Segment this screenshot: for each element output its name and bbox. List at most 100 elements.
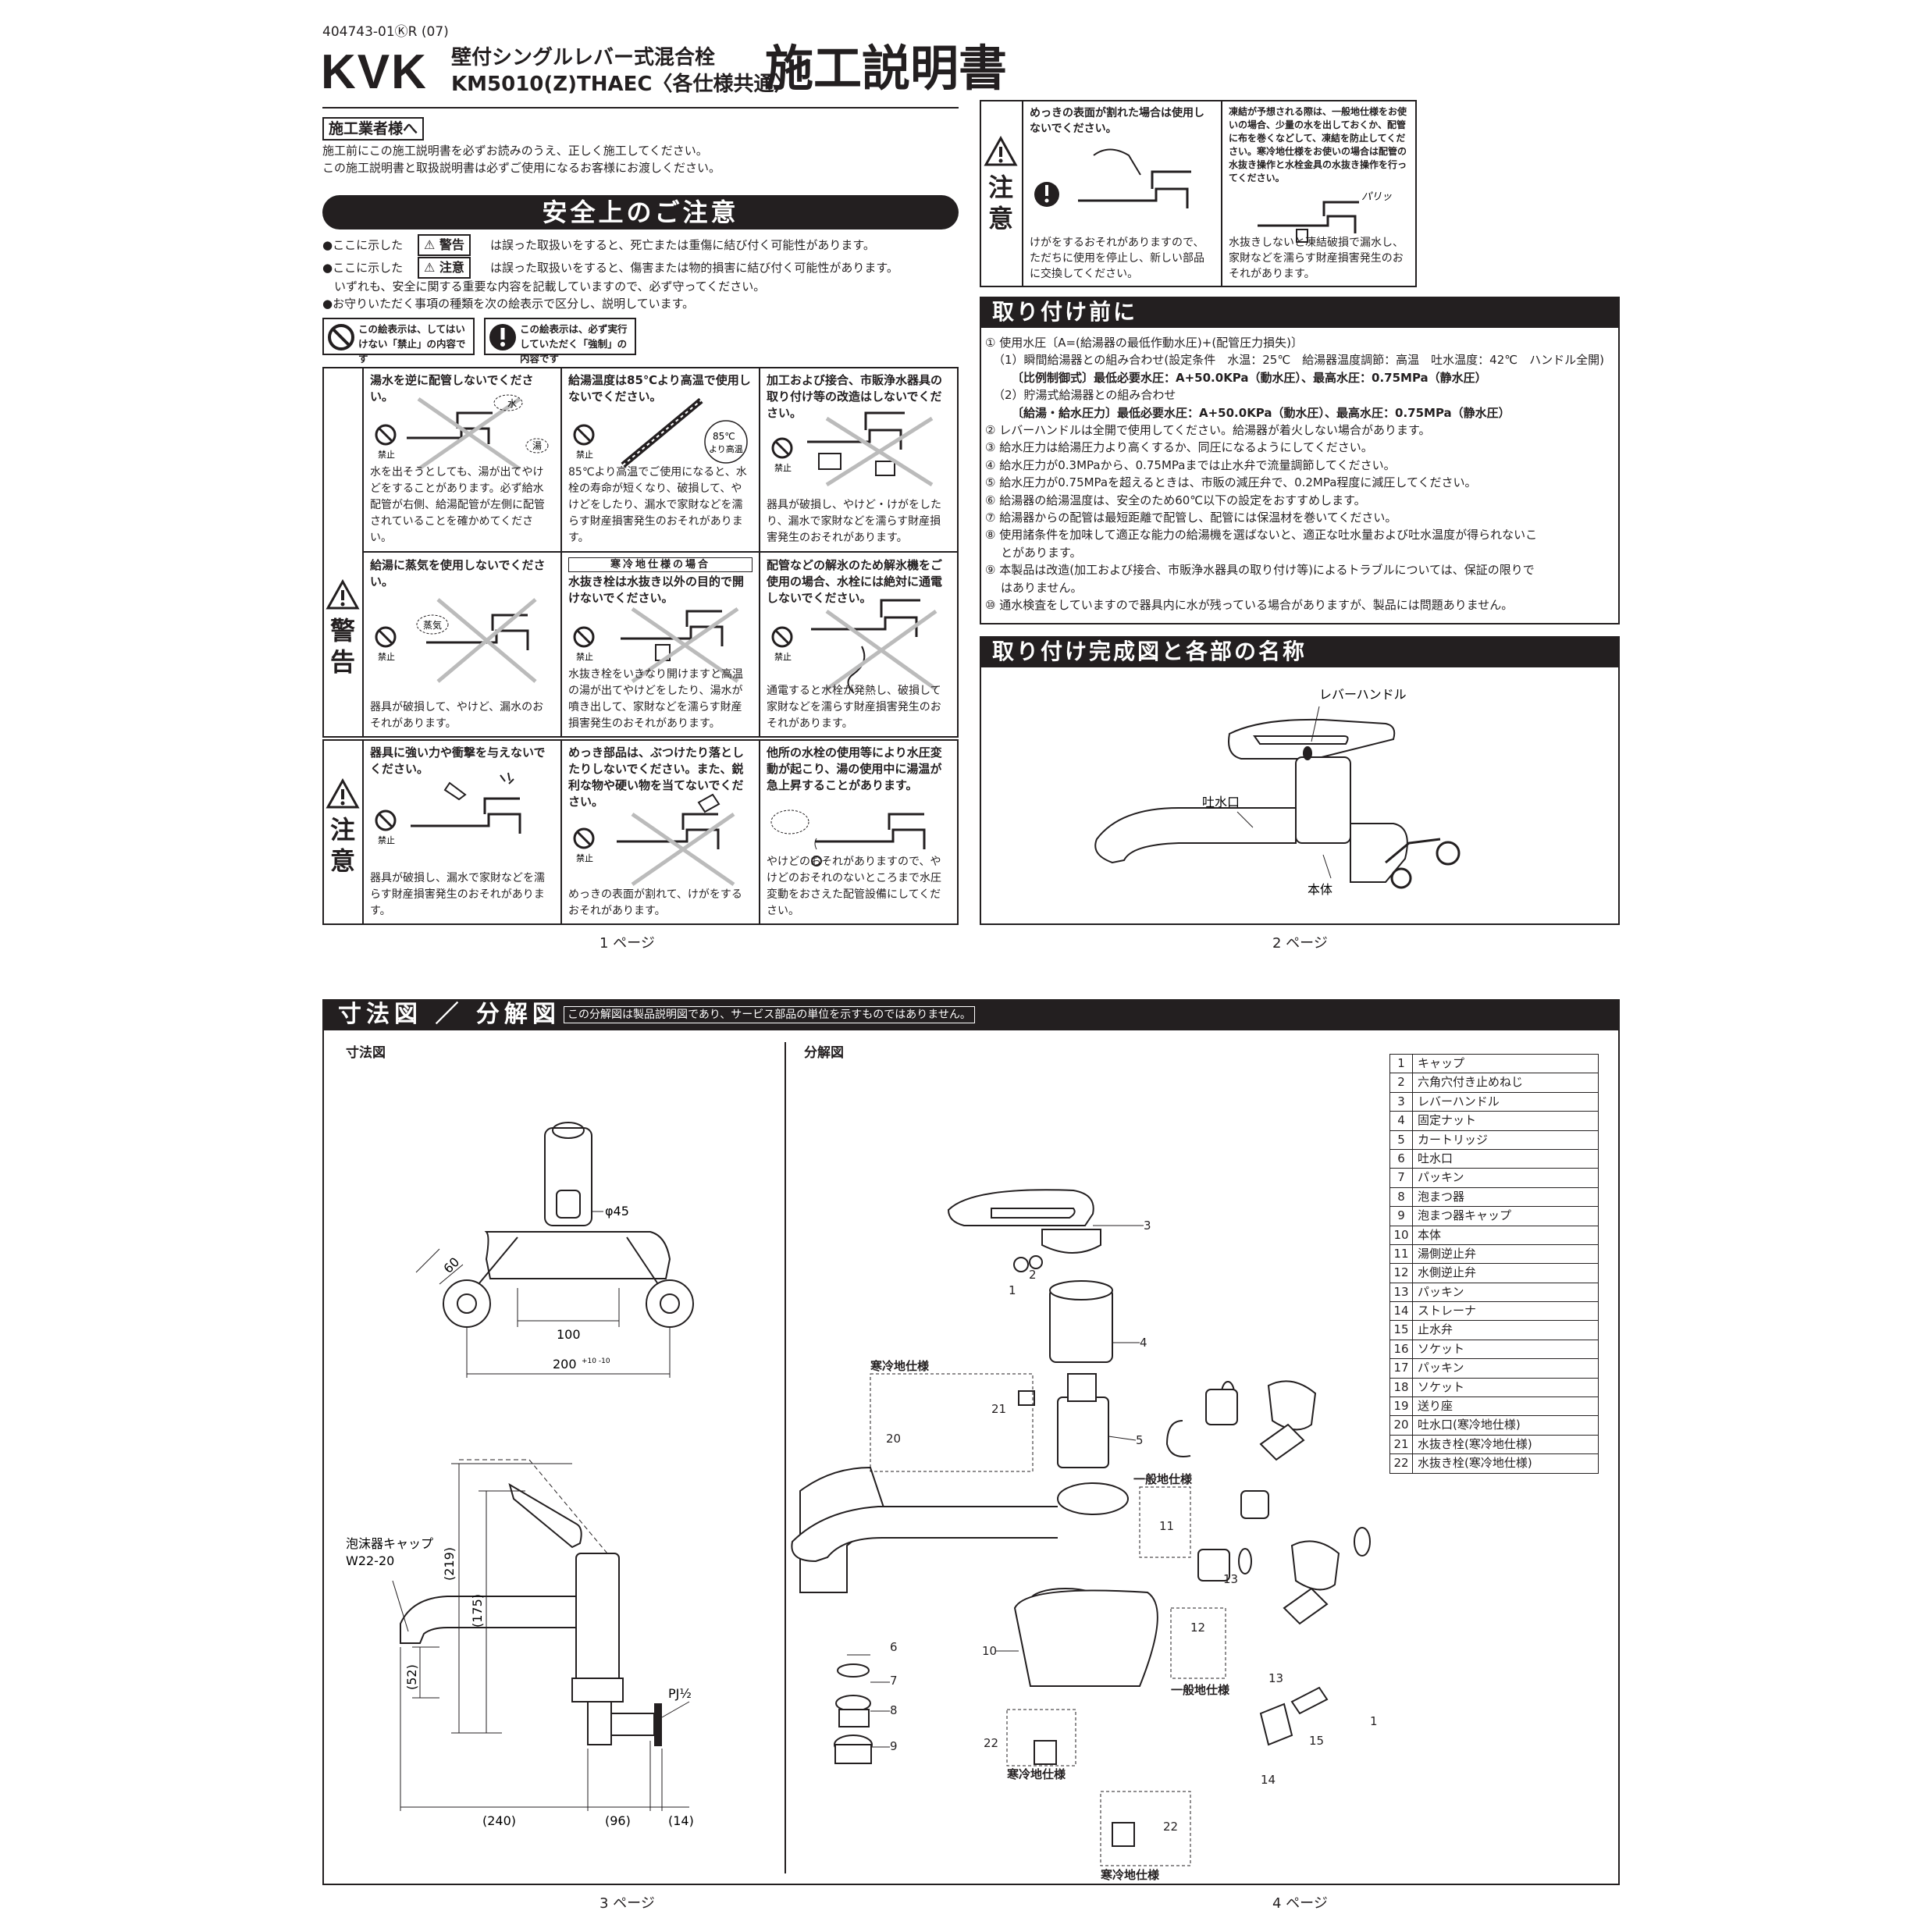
dim-14: (14) <box>668 1813 694 1828</box>
caution-triangle-icon <box>326 778 360 809</box>
callout-13b: 13 <box>1268 1671 1283 1685</box>
callout-13a: 13 <box>1223 1572 1238 1586</box>
cell-body: めっきの表面が割れて、けがをするおそれがあります。 <box>568 888 742 917</box>
part-name: ソケット <box>1418 1379 1465 1394</box>
before-install-item: ④ 給水圧力が0.3MPaから、0.75MPaまでは止水弁で流量調節してください… <box>985 457 1396 472</box>
dim-phi45: φ45 <box>605 1204 629 1219</box>
spout-label: 吐水口 <box>1202 795 1240 809</box>
header-rule <box>322 107 959 109</box>
cell-heading: 水抜き栓は水抜き以外の目的で開けないでください。 <box>568 575 745 605</box>
dim-52: (52) <box>404 1664 419 1690</box>
hot-label: 湯 <box>532 440 542 451</box>
before-install-item: とがあります。 <box>1001 545 1082 560</box>
part-number: 19 <box>1390 1397 1413 1416</box>
before-install-item: 〔比例制御式〕最低必要水圧：A+50.0KPa（動水圧）、最高水圧：0.75MP… <box>1012 370 1487 385</box>
cell-body: やけどのおそれがありますので、やけどのおそれのないところまで水圧変動をおさえた配… <box>767 856 941 917</box>
cell-illustration: 85℃ より高温 禁止 <box>573 397 748 468</box>
before-install-item: ⑤ 給水圧力が0.75MPaを超えるときは、市販の減圧弁で、0.2MPa程度に減… <box>985 475 1477 490</box>
prohibit-icon <box>328 324 354 350</box>
cell-body: 器具が破損し、漏水で家財などを濡らす財産損害発生のおそれがあります。 <box>370 872 545 917</box>
temp-label-2: より高温 <box>709 443 743 454</box>
page2-caution-side: 注意 <box>980 100 1023 287</box>
cell-illustration: 蒸気 禁止 <box>375 598 537 683</box>
general-spec-label: 一般地仕様 <box>1171 1683 1230 1697</box>
callout-1: 1 <box>1009 1283 1016 1297</box>
installer-line-2: この施工説明書と取扱説明書は必ずご使用になるお客様にお渡しください。 <box>322 161 721 175</box>
callout-3: 3 <box>1144 1219 1151 1233</box>
safety-cell-8: めっき部品は、ぶつけたり落としたりしないでください。また、鋭利な物や硬い物を当て… <box>561 739 760 925</box>
exploded-view-title: 分解図 <box>804 1045 844 1061</box>
part-name: 六角穴付き止めねじ <box>1418 1075 1524 1090</box>
part-number: 7 <box>1390 1169 1413 1187</box>
part-name: 吐水口 <box>1418 1151 1453 1165</box>
callout-15: 15 <box>1309 1734 1324 1748</box>
cell-heading: 給湯温度は85℃より高温で使用しないでください。 <box>568 373 751 404</box>
page2-caution-cell-1: めっきの表面が割れた場合は使用しないでください。 けがをするおそれがありますので… <box>1023 100 1222 287</box>
mandatory-legend-text: この絵表示は、必ず実行していただく「強制」の内容です <box>520 323 628 365</box>
document-code: 404743-01ⓀR (07) <box>322 24 449 40</box>
prohibit-legend: この絵表示は、してはいけない「禁止」の内容です <box>322 318 475 365</box>
part-name: カートリッジ <box>1418 1132 1489 1147</box>
dimension-drawing-title: 寸法図 <box>346 1045 386 1061</box>
completed-title: 取り付け完成図と各部の名称 <box>980 636 1620 667</box>
crack-label: パリッ <box>1361 191 1392 203</box>
cell-heading: めっきの表面が割れた場合は使用しないでください。 <box>1030 107 1204 135</box>
cell-heading: 器具に強い力や衝撃を与えないでください。 <box>370 745 546 776</box>
part-number: 17 <box>1390 1359 1413 1378</box>
cell-illustration: 禁止 <box>771 411 934 487</box>
part-number: 13 <box>1390 1283 1413 1302</box>
steam-label: 蒸気 <box>423 619 442 631</box>
prohibit-small-label: 禁止 <box>378 835 395 845</box>
dim-219: (219) <box>442 1547 457 1581</box>
cell-illustration <box>1034 148 1191 208</box>
dim-60: 60 <box>440 1254 462 1276</box>
callout-9: 9 <box>890 1739 898 1753</box>
parts-table-row: 7 パッキン <box>1390 1168 1598 1187</box>
warning-badge: ⚠ 警告 <box>418 234 471 256</box>
warning-def-prefix: ●ここに示した <box>322 238 404 252</box>
callout-8: 8 <box>890 1703 898 1717</box>
cell-heading: 他所の水栓の使用等により水圧変動が起こり、湯の使用中に湯温が急上昇することがあり… <box>767 745 942 792</box>
callout-12: 12 <box>1190 1621 1205 1635</box>
part-name: ソケット <box>1418 1341 1465 1356</box>
cold-spec-label: 寒冷地仕様 <box>1007 1767 1066 1781</box>
pipe-thread-label: PJ½ <box>668 1686 692 1701</box>
part-name: 吐水口(寒冷地仕様) <box>1418 1418 1521 1432</box>
before-install-item: 〔給湯・給水圧力〕最低必要水圧：A+50.0KPa（動水圧）、最高水圧：0.75… <box>1012 405 1510 420</box>
before-install-item: ⑨ 本製品は改造(加工および接合、市販浄水器具の取り付け等)によるトラブルについ… <box>985 563 1535 578</box>
part-number: 22 <box>1390 1454 1413 1473</box>
cell-body: 85℃より高温でご使用になると、水栓の寿命が短くなり、破損して、やけどをしたり、… <box>568 466 747 544</box>
part-name: パッキン <box>1418 1170 1464 1185</box>
part-name: 本体 <box>1418 1227 1442 1242</box>
installer-line-1: 施工前にこの施工説明書を必ずお読みのうえ、正しく施工してください。 <box>322 144 708 158</box>
part-name: 送り座 <box>1418 1399 1453 1414</box>
part-number: 8 <box>1390 1187 1413 1207</box>
callout-14: 14 <box>1261 1773 1276 1787</box>
cold-spec-label: 寒冷地仕様 <box>1101 1868 1160 1881</box>
before-install-list: ① 使用水圧〔A=(給湯器の最低作動水圧)+(配管圧力損失)〕 （1）瞬間給湯器… <box>985 334 1616 614</box>
cell-heading: 凍結が予想される際は、一般地仕様をお使いの場合、少量の水を出しておくか、配管に布… <box>1229 106 1407 183</box>
callout-16: 16 <box>1370 1714 1378 1728</box>
cell-heading: 給湯に蒸気を使用しないでください。 <box>370 558 546 589</box>
callout-22a: 22 <box>984 1736 998 1750</box>
caution-def-prefix: ●ここに示した <box>322 261 404 275</box>
dimension-drawing: 60 φ45 100 200 +10 -10 (219) (175) (52) … <box>346 1122 694 1828</box>
caution-def-text-2: いずれも、安全に関する重要な内容を記載していますので、必ず守ってください。 <box>334 279 766 294</box>
cell-heading: 配管などの解氷のため解氷機をご使用の場合、水栓には絶対に通電しないでください。 <box>767 558 943 605</box>
part-name: 泡まつ器 <box>1418 1189 1465 1204</box>
part-number: 10 <box>1390 1226 1413 1244</box>
temp-label: 85℃ <box>713 431 735 442</box>
cell-body: 通電すると水栓が発熱し、破損して家財などを濡らす財産損害発生のおそれがあります。 <box>767 685 941 730</box>
lever-handle-label: レバーハンドル <box>1319 687 1407 702</box>
completed-drawing: レバーハンドル 吐水口 本体 <box>1094 687 1461 897</box>
prohibit-small-label: 禁止 <box>378 450 395 460</box>
